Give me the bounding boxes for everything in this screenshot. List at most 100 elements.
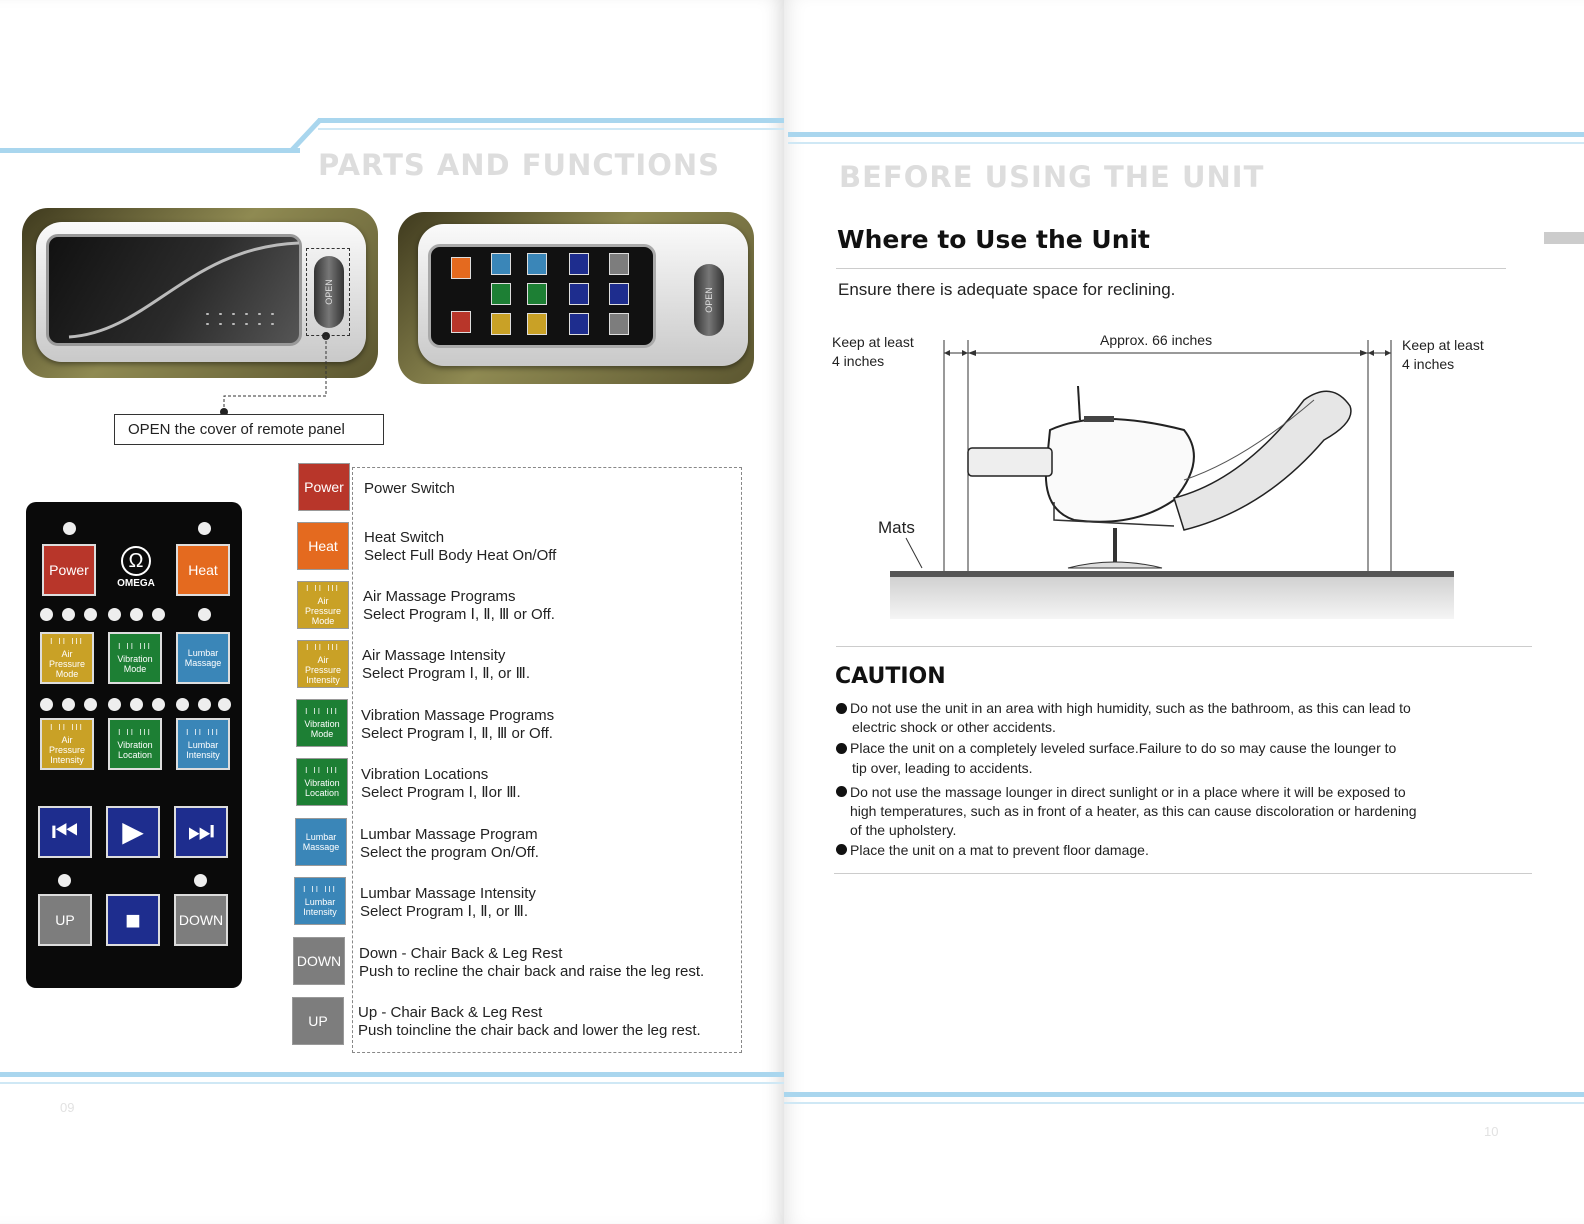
header-stripe-bend — [290, 118, 322, 152]
icon-label: Mode — [310, 729, 334, 739]
air-pressure-mode-button[interactable]: I II III Air Pressure Mode — [40, 632, 94, 684]
subtitle: Ensure there is adequate space for recli… — [838, 280, 1176, 299]
stop-button[interactable]: ■ — [106, 894, 160, 946]
where-heading: Where to Use the Unit — [837, 225, 1151, 254]
open-knob[interactable]: OPEN — [314, 256, 344, 328]
open-knob-2[interactable]: OPEN — [694, 264, 724, 336]
forward-icon: ⏭ — [187, 815, 215, 848]
btn-line: Mode — [123, 664, 147, 674]
roman-set: I II III — [303, 885, 337, 894]
icon-label: Lumbar — [304, 897, 336, 907]
legend-line: Push to recline the chair back and raise… — [359, 963, 705, 980]
legend-line: Vibration Locations — [361, 766, 489, 783]
icon-label: Pressure — [304, 606, 341, 616]
power-button[interactable]: Power — [42, 544, 96, 596]
caution-item: Do not use the unit in an area with high… — [850, 700, 1411, 716]
roman-set: I II III — [50, 723, 84, 732]
page-number: 10 — [1484, 1124, 1499, 1139]
section-title: PARTS AND FUNCTIONS — [318, 148, 721, 182]
legend-up-icon: UP — [292, 997, 344, 1045]
caution-item: electric shock or other accidents. — [852, 719, 1056, 735]
btn-line: Lumbar — [187, 648, 219, 658]
icon-label: Massage — [302, 842, 340, 852]
label-line: 4 inches — [1402, 356, 1455, 372]
btn-line: Air — [61, 735, 73, 745]
lumbar-intensity-button[interactable]: I II III Lumbar Intensity — [176, 718, 230, 770]
header-stripe — [788, 132, 1584, 137]
forward-button[interactable]: ⏭ — [174, 806, 228, 858]
roman-set: I II III — [186, 728, 220, 737]
legend-line: Power Switch — [364, 480, 455, 497]
bullet-icon — [836, 743, 847, 754]
icon-label: Air — [317, 655, 329, 665]
open-knob-label-2: OPEN — [703, 287, 714, 313]
footer-stripe — [784, 1102, 1584, 1104]
roman-set: I II III — [50, 637, 84, 646]
btn-line: Pressure — [48, 659, 85, 669]
btn-line: Vibration — [117, 740, 153, 750]
legend-line: Push toincline the chair back and lower … — [358, 1022, 701, 1039]
legend-box — [352, 467, 742, 1053]
keep-right-label: Keep at least 4 inches — [1402, 336, 1484, 374]
legend-line: Select the program On/Off. — [360, 844, 539, 861]
control-panel: Power Ω OMEGA Heat I II III Air Pressure… — [26, 502, 242, 988]
page-number: 09 — [60, 1100, 75, 1115]
icon-label: UP — [308, 1013, 328, 1029]
heat-button[interactable]: Heat — [176, 544, 230, 596]
icon-label: Intensity — [306, 675, 340, 685]
up-button[interactable]: UP — [38, 894, 92, 946]
legend-line: Select Full Body Heat On/Off — [364, 547, 557, 564]
legend-line: Vibration Massage Programs — [361, 707, 555, 724]
vibration-mode-button[interactable]: I II III Vibration Mode — [108, 632, 162, 684]
icon-label: Mode — [311, 616, 335, 626]
legend-line: Air Massage Intensity — [362, 647, 506, 664]
legend-line: Select Program Ⅰ, Ⅱ, or Ⅲ. — [362, 665, 531, 682]
roman-set: I II III — [306, 643, 340, 652]
legend-line: Select Program Ⅰ, Ⅱ, Ⅲ or Off. — [363, 606, 555, 623]
legend-line: Select Program Ⅰ, Ⅱ, or Ⅲ. — [360, 903, 529, 920]
btn-line: Intensity — [50, 755, 84, 765]
roman-set: I II III — [118, 642, 152, 651]
rewind-button[interactable]: ⏮ — [38, 806, 92, 858]
play-button[interactable]: ▶ — [106, 806, 160, 858]
down-button[interactable]: DOWN — [174, 894, 228, 946]
caution-item: Do not use the massage lounger in direct… — [850, 784, 1406, 800]
btn-line: Pressure — [48, 745, 85, 755]
legend-down-icon: DOWN — [293, 937, 345, 985]
divider — [836, 268, 1506, 269]
vibration-location-button[interactable]: I II III Vibration Location — [108, 718, 162, 770]
caution-item: tip over, leading to accidents. — [852, 760, 1033, 776]
caution-heading: CAUTION — [835, 664, 946, 689]
bullet-icon — [836, 844, 847, 855]
keep-left-label: Keep at least 4 inches — [832, 333, 914, 371]
air-pressure-intensity-button[interactable]: I II III Air Pressure Intensity — [40, 718, 94, 770]
icon-label: Heat — [308, 538, 338, 554]
legend-line: Heat Switch — [364, 529, 445, 546]
icon-label: Air — [317, 596, 329, 606]
legend-power-icon: Power — [298, 463, 350, 511]
up-label: UP — [55, 912, 75, 928]
lumbar-massage-button[interactable]: Lumbar Massage — [176, 632, 230, 684]
roman-set: I II III — [118, 728, 152, 737]
icon-label: Power — [304, 479, 344, 495]
roman-set: I II III — [305, 707, 339, 716]
legend-line: Lumbar Massage Program — [360, 826, 538, 843]
bullet-icon — [836, 703, 847, 714]
left-page: PARTS AND FUNCTIONS OPEN OPEN the cover … — [0, 0, 784, 1224]
approx-label: Approx. 66 inches — [1100, 332, 1213, 348]
icon-label: Vibration — [304, 778, 340, 788]
mats-label: Mats — [878, 518, 915, 537]
label-line: 4 inches — [832, 353, 885, 369]
bullet-icon — [836, 786, 847, 797]
btn-line: Air — [61, 649, 73, 659]
btn-line: Location — [117, 750, 153, 760]
power-label: Power — [49, 562, 89, 578]
open-highlight — [306, 248, 350, 336]
